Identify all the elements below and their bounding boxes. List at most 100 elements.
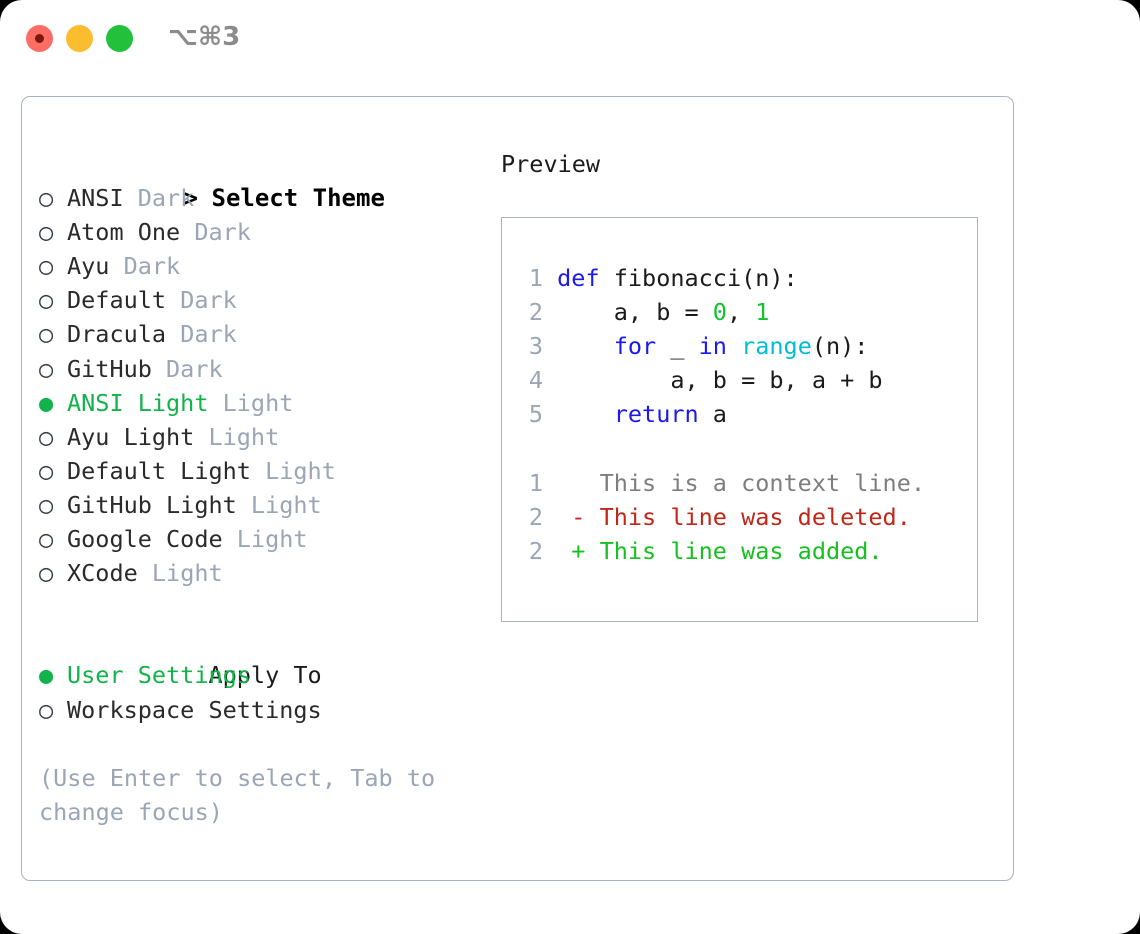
theme-list-item-atom-one[interactable]: ○ Atom One Dark xyxy=(39,215,499,249)
code-token-txt: (n): xyxy=(811,332,869,361)
diff-line-text: + This line was added. xyxy=(543,536,883,565)
theme-list-item-google-code[interactable]: ○ Google Code Light xyxy=(39,522,499,556)
code-line: 1 def fibonacci(n): xyxy=(519,261,925,295)
close-button[interactable] xyxy=(26,25,53,52)
theme-variant-label: Dark xyxy=(166,320,237,349)
diff-line-del: 2 - This line was deleted. xyxy=(519,500,925,534)
radio-unselected-icon: ○ xyxy=(39,252,68,281)
diff-line-text: This is a context line. xyxy=(543,468,926,497)
theme-list-item-default[interactable]: ○ Default Dark xyxy=(39,283,499,317)
apply-to-title-label: Apply To xyxy=(208,661,322,690)
theme-list-header: >Select Theme xyxy=(39,147,499,212)
theme-variant-label: Light xyxy=(194,422,280,451)
apply-to-label: User Settings xyxy=(67,661,251,690)
radio-unselected-icon: ○ xyxy=(39,456,68,485)
code-token-num: 0 xyxy=(712,298,727,327)
theme-list-item-ansi-light[interactable]: ● ANSI Light Light xyxy=(39,386,499,420)
radio-unselected-icon: ○ xyxy=(39,490,68,519)
line-number: 4 xyxy=(528,366,543,395)
theme-variant-label: Dark xyxy=(109,252,181,281)
page-title: Select Theme xyxy=(211,184,385,213)
diff-line-add: 2 + This line was added. xyxy=(519,534,925,568)
title-bar: ⌥⌘3 xyxy=(0,0,1140,78)
code-line: 2 a, b = 0, 1 xyxy=(519,295,925,329)
theme-list-item-github[interactable]: ○ GitHub Dark xyxy=(39,352,499,386)
code-token-txt: _ xyxy=(656,332,699,361)
radio-unselected-icon: ○ xyxy=(39,354,68,383)
preview-column: Preview 1 def fibonacci(n):2 a, b = 0, 1… xyxy=(501,147,1001,623)
theme-variant-label: Dark xyxy=(180,218,251,247)
code-line: 4 a, b = b, a + b xyxy=(519,363,925,397)
code-token-fn: range xyxy=(741,332,812,361)
line-number-gutter-space xyxy=(543,400,557,428)
code-line: 5 return a xyxy=(519,397,925,431)
line-number: 2 xyxy=(528,298,543,327)
apply-to-item-workspace-settings[interactable]: ○ Workspace Settings xyxy=(39,693,499,727)
traffic-light-buttons xyxy=(26,25,133,52)
theme-name-label: GitHub xyxy=(67,354,152,383)
code-token-txt xyxy=(557,400,614,428)
theme-list-item-xcode[interactable]: ○ XCode Light xyxy=(39,556,499,590)
theme-name-label: XCode xyxy=(67,559,138,588)
radio-unselected-icon: ○ xyxy=(39,218,68,247)
theme-variant-label: Light xyxy=(137,559,223,588)
theme-name-label: Default xyxy=(67,286,167,315)
code-token-txt: fibonacci(n): xyxy=(599,264,798,293)
theme-selector-column: >Select Theme ○ ANSI Dark○ Atom One Dark… xyxy=(39,147,499,829)
radio-selected-icon: ● xyxy=(39,661,68,690)
code-token-txt: a, b = xyxy=(557,298,713,327)
theme-variant-label: Dark xyxy=(166,286,237,315)
theme-list-item-github-light[interactable]: ○ GitHub Light Light xyxy=(39,488,499,522)
code-token-txt: a xyxy=(698,400,727,429)
theme-name-label: Ayu xyxy=(67,252,110,281)
apply-to-item-user-settings[interactable]: ● User Settings xyxy=(39,658,499,692)
theme-list: ○ ANSI Dark○ Atom One Dark○ Ayu Dark○ De… xyxy=(39,181,499,590)
theme-list-item-ayu[interactable]: ○ Ayu Dark xyxy=(39,249,499,283)
radio-unselected-icon: ○ xyxy=(39,695,68,724)
code-token-txt xyxy=(557,332,614,360)
line-number: 2 xyxy=(528,536,543,565)
line-number-gutter-space xyxy=(543,366,557,394)
theme-variant-label: Light xyxy=(236,490,322,519)
line-number-gutter-space xyxy=(543,264,557,292)
radio-unselected-icon: ○ xyxy=(39,184,68,213)
theme-list-item-default-light[interactable]: ○ Default Light Light xyxy=(39,454,499,488)
maximize-button[interactable] xyxy=(106,25,133,52)
line-number-gutter-space xyxy=(543,332,557,360)
theme-variant-label: Light xyxy=(208,388,294,417)
radio-unselected-icon: ○ xyxy=(39,320,68,349)
theme-name-label: Dracula xyxy=(67,320,167,349)
theme-variant-label: Dark xyxy=(123,184,195,213)
theme-list-item-ayu-light[interactable]: ○ Ayu Light Light xyxy=(39,420,499,454)
line-number: 3 xyxy=(528,332,543,361)
apply-to-label: Workspace Settings xyxy=(67,695,322,724)
theme-name-label: ANSI xyxy=(67,184,124,213)
theme-variant-label: Dark xyxy=(151,354,223,383)
code-diff-separator xyxy=(519,432,925,466)
code-token-kw: for xyxy=(613,332,657,361)
theme-list-item-dracula[interactable]: ○ Dracula Dark xyxy=(39,317,499,351)
code-token-txt: , xyxy=(726,298,756,327)
keyboard-hint: (Use Enter to select, Tab to change focu… xyxy=(39,763,450,826)
radio-selected-icon: ● xyxy=(39,388,68,417)
line-number-gutter-space xyxy=(543,298,557,326)
radio-unselected-icon: ○ xyxy=(39,525,68,554)
theme-name-label: GitHub Light xyxy=(67,490,237,519)
radio-unselected-icon: ○ xyxy=(39,422,68,451)
theme-variant-label: Light xyxy=(222,525,308,554)
theme-list-item-ansi[interactable]: ○ ANSI Dark xyxy=(39,181,499,215)
code-token-txt: a, b = b, a + b xyxy=(557,366,883,395)
code-token-txt xyxy=(727,332,741,360)
theme-name-label: Default Light xyxy=(67,456,251,485)
keyboard-shortcut-label: ⌥⌘3 xyxy=(168,22,241,52)
radio-unselected-icon: ○ xyxy=(39,286,68,315)
minimize-button[interactable] xyxy=(66,25,93,52)
theme-name-label: Atom One xyxy=(67,218,181,247)
list-spacer xyxy=(39,590,499,624)
diff-sample: 1 This is a context line.2 - This line w… xyxy=(519,466,925,568)
diff-line-text: - This line was deleted. xyxy=(543,502,911,531)
line-number: 5 xyxy=(528,400,543,429)
